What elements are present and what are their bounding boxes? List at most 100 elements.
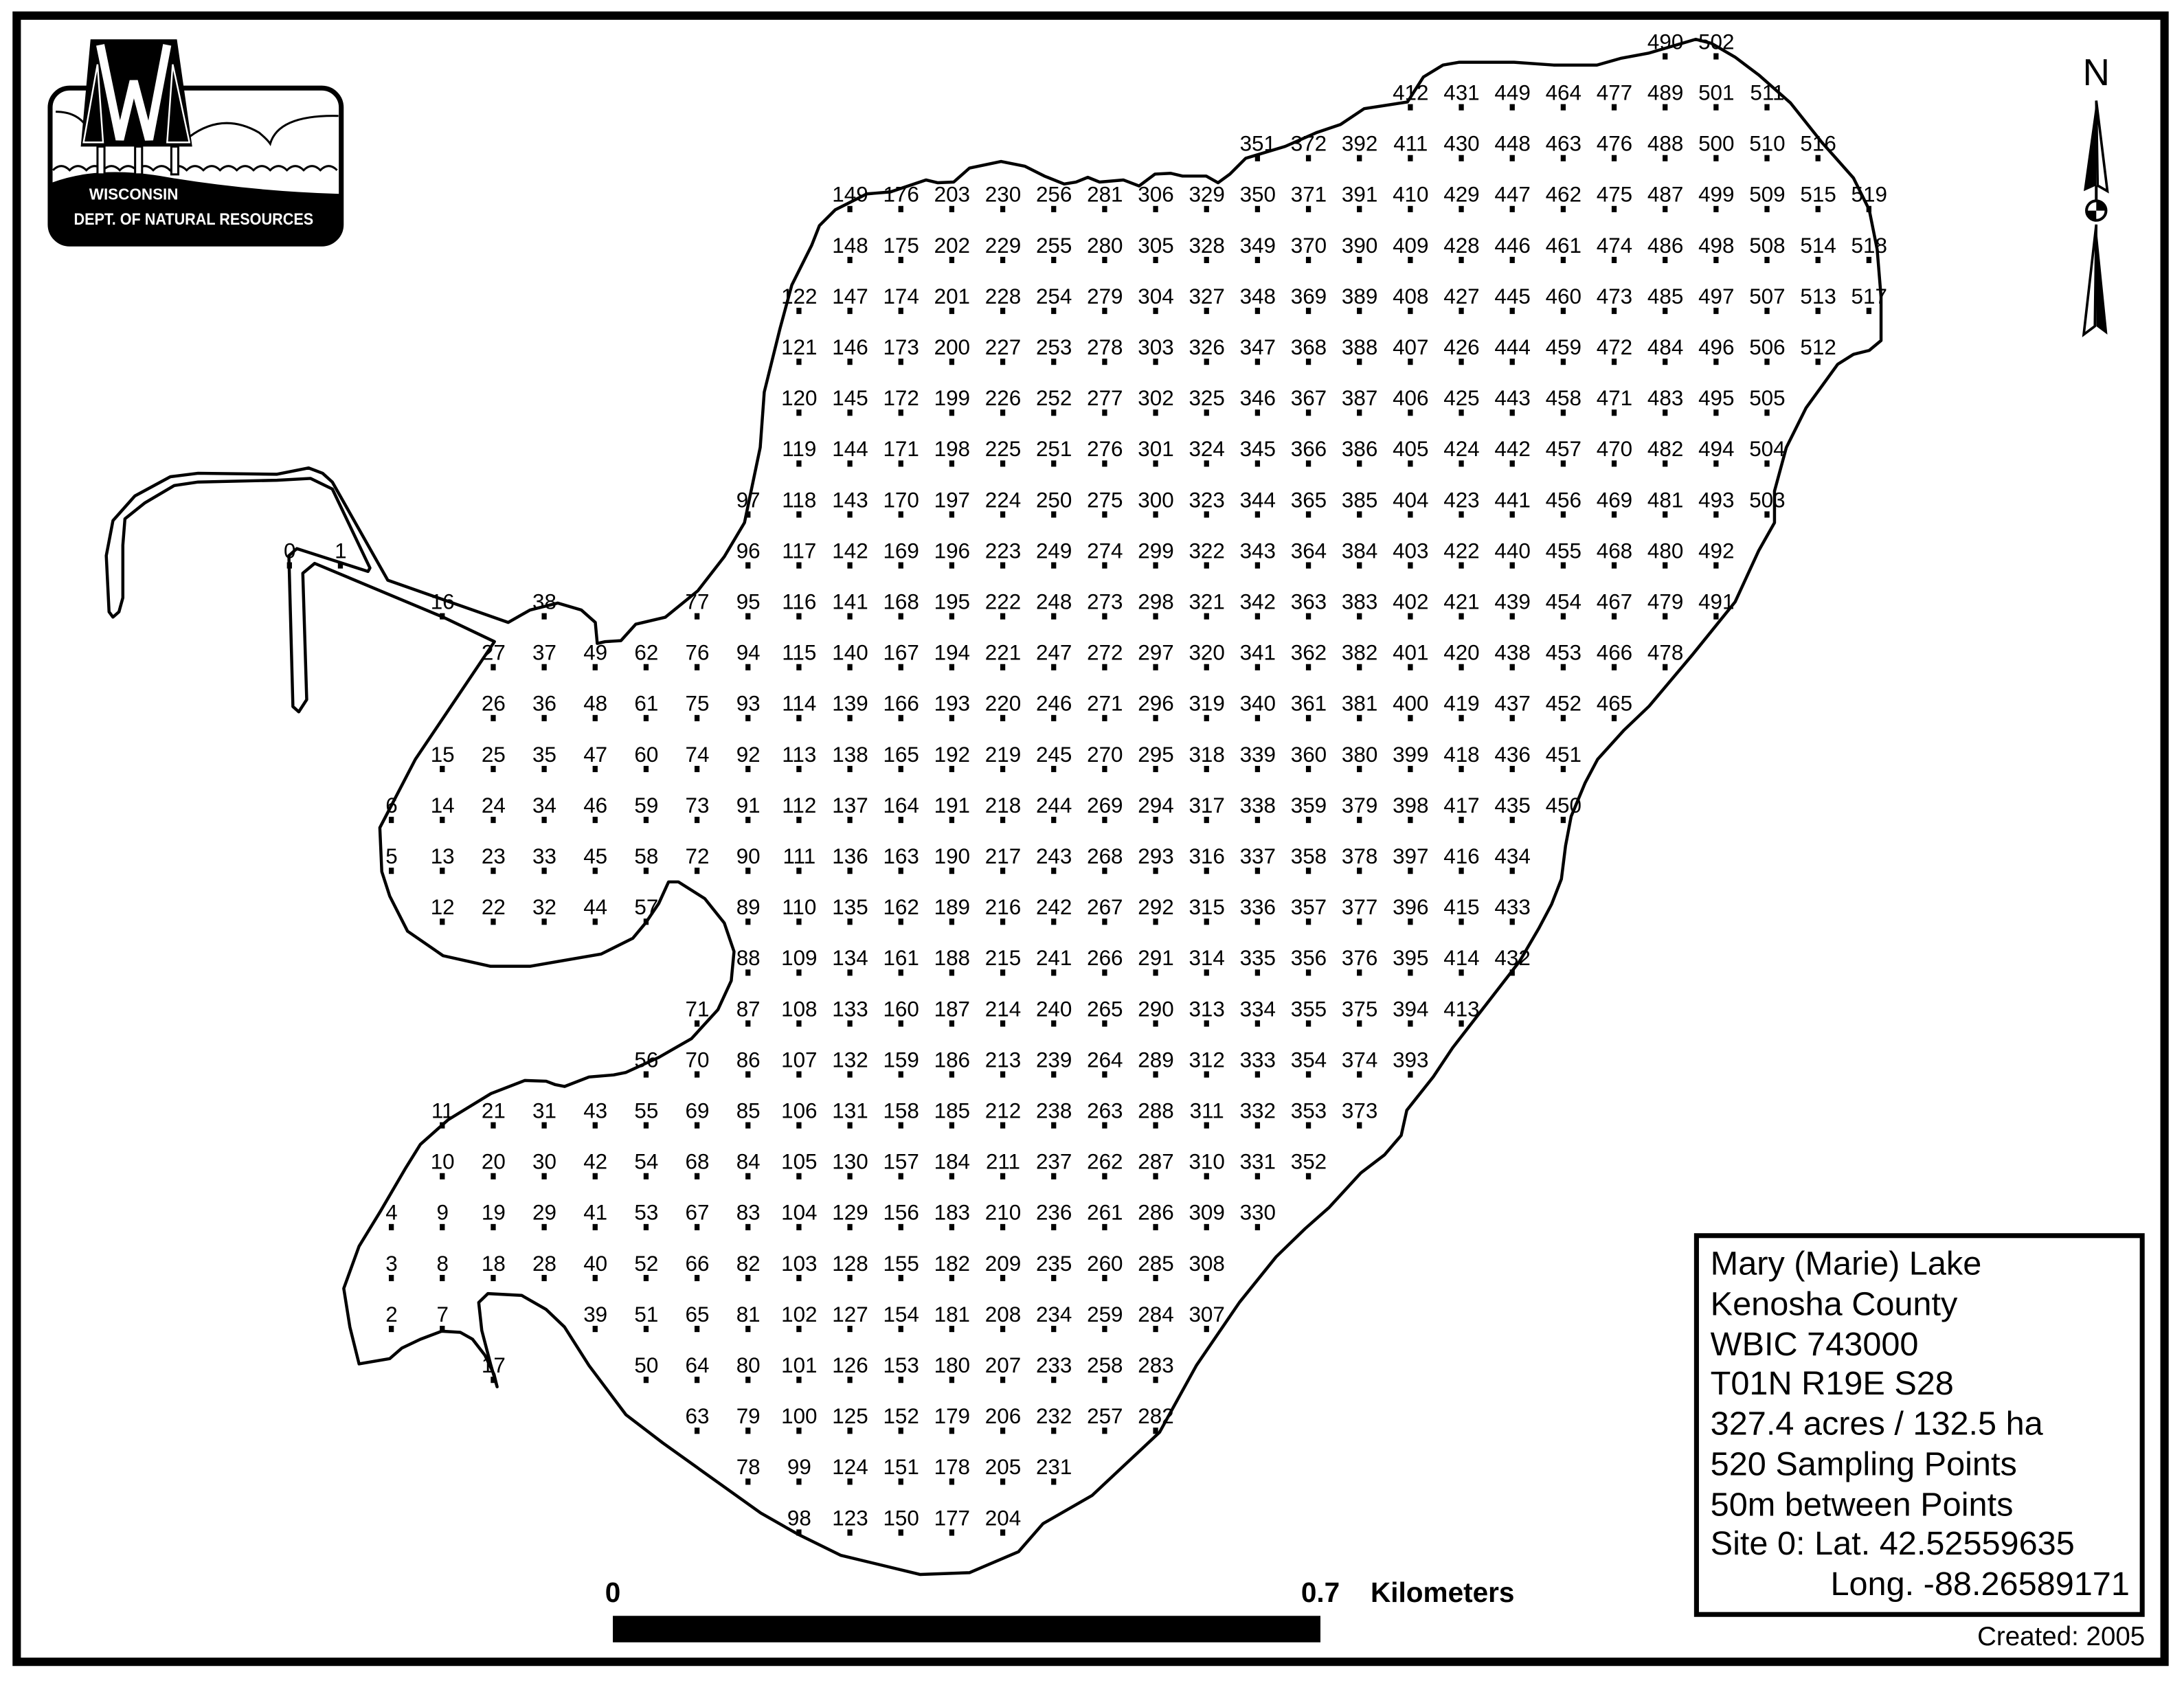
sampling-point-marker: [1560, 460, 1566, 467]
sampling-point-marker: [643, 1223, 649, 1230]
sampling-point-label: 340: [1240, 692, 1276, 716]
sampling-point-label: 429: [1443, 183, 1479, 207]
sampling-point-label: 484: [1647, 335, 1683, 359]
sampling-point-label: 460: [1546, 284, 1581, 308]
sampling-point-marker: [541, 1274, 547, 1282]
sampling-point-marker: [796, 868, 802, 874]
sampling-point: 280: [1087, 234, 1123, 264]
sampling-point-marker: [949, 205, 955, 212]
sampling-point: 448: [1494, 132, 1531, 161]
sampling-point-marker: [1611, 460, 1617, 467]
sampling-point: 73: [686, 793, 709, 824]
sampling-point: 33: [532, 844, 556, 874]
sampling-point-label: 23: [482, 844, 506, 868]
sampling-point-label: 341: [1240, 641, 1276, 665]
sampling-point-marker: [1815, 256, 1821, 264]
sampling-point-label: 362: [1291, 641, 1327, 665]
sampling-point: 197: [934, 488, 970, 518]
sampling-point: 87: [736, 997, 761, 1027]
sampling-point-label: 498: [1698, 234, 1734, 258]
sampling-point: 69: [686, 1099, 709, 1129]
sampling-point-marker: [1764, 460, 1770, 467]
sampling-point-label: 329: [1189, 183, 1224, 207]
sampling-point: 125: [832, 1404, 868, 1434]
sampling-point-label: 277: [1087, 386, 1123, 410]
sampling-point-marker: [1713, 205, 1719, 212]
sampling-point-label: 328: [1189, 234, 1224, 258]
sampling-point-marker: [1000, 1071, 1006, 1078]
sampling-point-marker: [1305, 868, 1311, 874]
sampling-point-label: 155: [883, 1252, 919, 1276]
sampling-point: 30: [532, 1150, 556, 1179]
sampling-point-label: 127: [832, 1302, 868, 1326]
sampling-point: 131: [832, 1099, 868, 1129]
sampling-point: 498: [1698, 234, 1734, 264]
sampling-point: 408: [1393, 284, 1428, 315]
sampling-point-label: 128: [832, 1252, 868, 1276]
sampling-point: 299: [1138, 539, 1174, 569]
sampling-point-label: 96: [736, 539, 761, 563]
sampling-point-marker: [1102, 562, 1107, 569]
sampling-point-label: 226: [985, 386, 1021, 410]
sampling-point: 361: [1291, 692, 1327, 721]
sampling-point-label: 239: [1036, 1048, 1072, 1072]
sampling-point: 66: [686, 1252, 710, 1282]
sampling-point-label: 201: [934, 284, 970, 308]
sampling-point: 322: [1189, 539, 1225, 569]
sampling-point: 387: [1342, 386, 1377, 416]
sampling-point-marker: [847, 1427, 853, 1434]
sampling-point-label: 24: [482, 793, 506, 817]
sampling-point: 295: [1138, 743, 1174, 773]
sampling-point-marker: [745, 1326, 751, 1333]
sampling-point-label: 103: [781, 1252, 817, 1276]
sampling-point: 172: [883, 386, 919, 416]
sampling-point: 198: [934, 437, 970, 467]
sampling-point: 345: [1240, 437, 1276, 467]
sampling-point: 470: [1597, 437, 1632, 467]
sampling-point-marker: [1051, 664, 1057, 670]
sampling-point-marker: [388, 1326, 394, 1333]
sampling-point-label: 66: [686, 1252, 710, 1276]
sampling-point: 108: [781, 997, 818, 1027]
sampling-point-marker: [949, 256, 955, 264]
sampling-point-label: 185: [934, 1099, 970, 1123]
sampling-point-marker: [1611, 256, 1617, 264]
sampling-point-marker: [1509, 104, 1515, 111]
sampling-point: 25: [482, 743, 506, 773]
sampling-point-label: 255: [1036, 234, 1072, 258]
sampling-point-marker: [1764, 205, 1770, 212]
sampling-point-marker: [1153, 1427, 1158, 1434]
sampling-point: 230: [985, 183, 1021, 212]
sampling-point-marker: [1000, 1274, 1006, 1282]
sampling-point-marker: [1051, 1173, 1057, 1179]
sampling-point-marker: [898, 868, 903, 874]
sampling-point: 109: [781, 946, 818, 976]
sampling-point: 515: [1800, 183, 1836, 212]
sampling-point-marker: [847, 1020, 853, 1027]
sampling-point: 315: [1189, 895, 1225, 925]
sampling-point: 444: [1494, 335, 1531, 365]
sampling-point: 428: [1443, 234, 1480, 264]
sampling-point: 34: [532, 793, 556, 824]
sampling-point-label: 253: [1036, 335, 1072, 359]
sampling-point-label: 310: [1189, 1150, 1224, 1174]
sampling-point: 112: [782, 793, 816, 824]
sampling-point: 332: [1240, 1099, 1276, 1129]
sampling-point: 429: [1443, 183, 1480, 212]
sampling-point-marker: [1000, 1326, 1006, 1333]
sampling-point: 11: [431, 1099, 453, 1129]
sampling-point: 476: [1597, 132, 1632, 161]
sampling-point: 118: [782, 488, 816, 518]
sampling-point-marker: [1102, 256, 1107, 264]
sampling-point-label: 174: [883, 284, 919, 308]
sampling-point-label: 357: [1291, 895, 1327, 919]
sampling-point: 214: [985, 997, 1021, 1027]
sampling-point: 201: [934, 284, 970, 315]
sampling-point-marker: [1408, 765, 1413, 773]
sampling-point: 189: [934, 895, 970, 925]
sampling-point-marker: [1305, 1071, 1311, 1078]
logo-hill-right: [188, 115, 339, 146]
sampling-point: 114: [782, 692, 816, 721]
sampling-point-marker: [643, 1173, 649, 1179]
sampling-point-marker: [847, 918, 853, 925]
